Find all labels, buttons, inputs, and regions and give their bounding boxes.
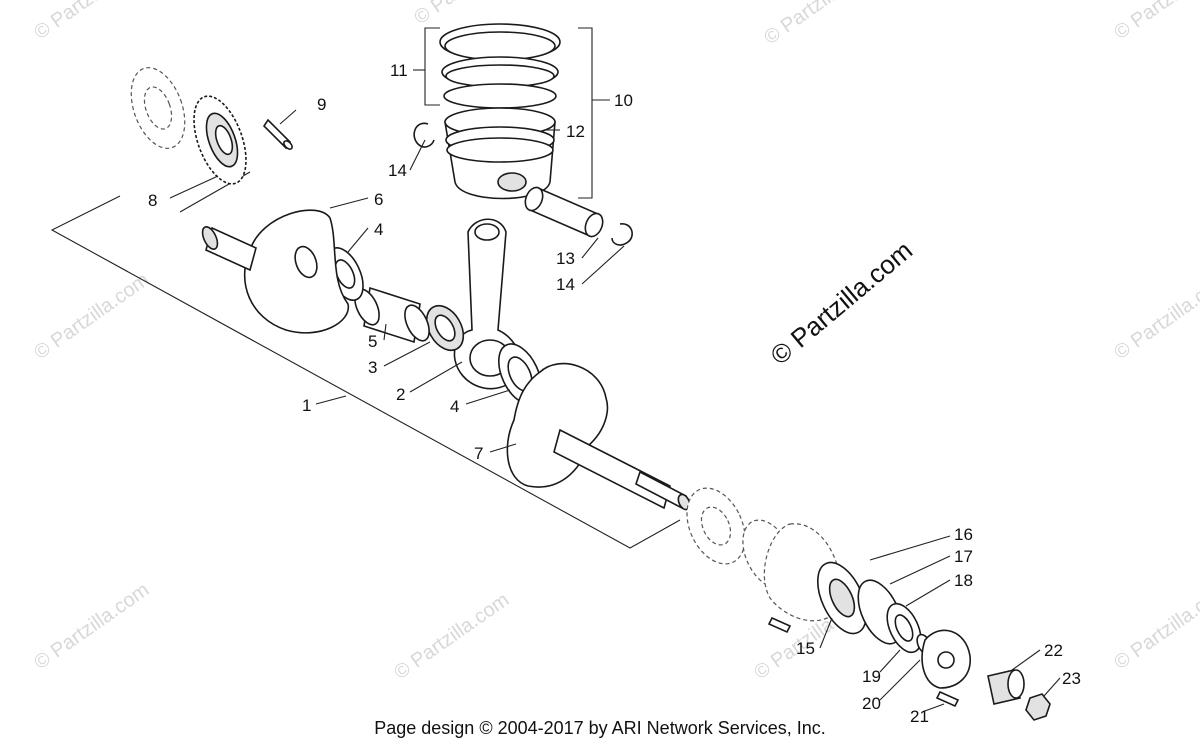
hex-nut xyxy=(1025,693,1051,721)
watermark: © Partzilla.com xyxy=(30,579,153,674)
callout-5: 5 xyxy=(368,332,377,351)
callout-15: 15 xyxy=(796,639,815,658)
needle-bearing xyxy=(425,304,465,352)
callout-21: 21 xyxy=(910,707,929,726)
callout-2: 2 xyxy=(396,385,405,404)
watermark: © Partzilla.com xyxy=(760,0,883,49)
watermark: © Partzilla.com xyxy=(1110,269,1200,364)
callout-19: 19 xyxy=(862,667,881,686)
copyright-stamp: © Partzilla.com xyxy=(765,235,918,371)
retainer-plate xyxy=(921,629,971,689)
screws xyxy=(767,616,960,708)
watermark: © Partzilla.com xyxy=(1110,579,1200,674)
callout-4: 4 xyxy=(450,397,459,416)
oil-seal-stack xyxy=(816,561,932,655)
footer-credit: Page design © 2004-2017 by ARI Network S… xyxy=(374,718,826,738)
piston-assembly-bracket xyxy=(578,27,593,199)
callout-1: 1 xyxy=(302,396,311,415)
callout-23: 23 xyxy=(1062,669,1081,688)
callout-20: 20 xyxy=(862,694,881,713)
dowel-pin xyxy=(262,118,293,150)
piston-pin-clips xyxy=(413,122,633,246)
callout-22: 22 xyxy=(1044,641,1063,660)
piston-pin xyxy=(524,186,604,238)
crankshaft-right-half xyxy=(506,362,691,511)
callout-7: 7 xyxy=(474,444,483,463)
crankshaft-left-half xyxy=(201,209,349,334)
callout-12: 12 xyxy=(566,122,585,141)
callout-17: 17 xyxy=(954,547,973,566)
watermark: © Partzilla.com xyxy=(30,269,153,364)
watermark: © Partzilla.com xyxy=(30,0,153,44)
callout-3: 3 xyxy=(368,358,377,377)
watermark: © Partzilla.com xyxy=(390,589,513,684)
callout-13: 13 xyxy=(556,249,575,268)
callout-16: 16 xyxy=(954,525,973,544)
callout-4: 4 xyxy=(374,220,383,239)
spacer-collar xyxy=(987,669,1025,705)
callout-14: 14 xyxy=(556,275,575,294)
callout-18: 18 xyxy=(954,571,973,590)
callout-6: 6 xyxy=(374,190,383,209)
gear-and-bearing xyxy=(130,67,247,185)
callout-10: 10 xyxy=(614,91,633,110)
watermark: © Partzilla.com xyxy=(1110,0,1200,44)
callout-9: 9 xyxy=(317,95,326,114)
crank-pin xyxy=(354,286,430,344)
callout-8: 8 xyxy=(148,191,157,210)
callout-11: 11 xyxy=(390,61,408,80)
crankshaft-assembly-bracket xyxy=(50,195,681,549)
piston-group-bracket xyxy=(424,27,440,106)
callout-14: 14 xyxy=(388,161,407,180)
piston xyxy=(444,107,556,200)
piston-rings xyxy=(439,23,561,109)
